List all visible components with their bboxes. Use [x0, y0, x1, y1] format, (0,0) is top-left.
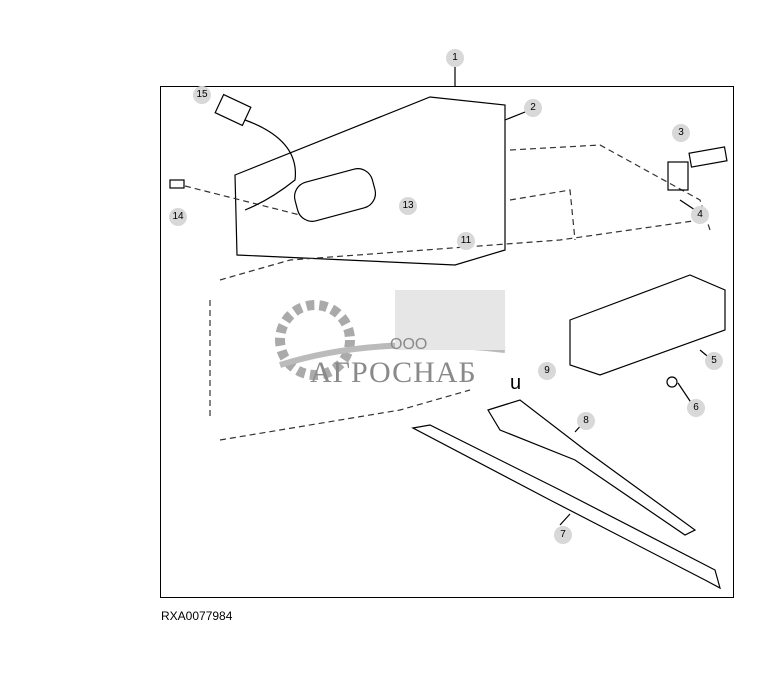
callout-13: 13 [399, 197, 417, 215]
switch-4 [667, 161, 689, 191]
watermark-logo [275, 290, 506, 380]
callout-7: 7 [554, 526, 572, 544]
callout-8: 8 [577, 412, 595, 430]
screw-6 [666, 376, 678, 388]
connector-3 [688, 146, 728, 168]
callout-9: 9 [538, 362, 556, 380]
watermark-name: АГРОСНАБ [310, 356, 477, 389]
wiper-motor [293, 168, 377, 222]
callout-14: 14 [169, 208, 187, 226]
wiper-arm-8 [487, 399, 697, 536]
callout-2: 2 [524, 99, 542, 117]
wiper-blade-7 [411, 424, 721, 590]
stray-label: u [510, 372, 522, 394]
callout-6: 6 [687, 399, 705, 417]
diagram-frame [160, 86, 734, 598]
callout-15: 15 [193, 86, 211, 104]
callout-3: 3 [672, 124, 690, 142]
cover-5 [569, 274, 726, 376]
watermark-prefix: ООО [390, 336, 428, 353]
callout-11: 11 [457, 232, 475, 250]
figure-id: RXA0077984 [161, 609, 233, 623]
mounting-plate-2 [234, 96, 506, 266]
callout-5: 5 [705, 352, 723, 370]
connector-15 [214, 93, 252, 127]
callout-1: 1 [446, 49, 464, 67]
bolt-14 [169, 179, 185, 189]
callout-4: 4 [691, 206, 709, 224]
